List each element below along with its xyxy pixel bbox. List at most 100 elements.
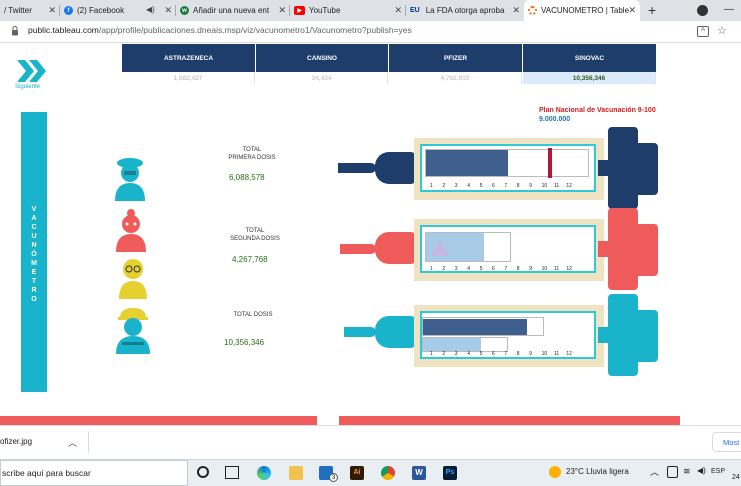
scale-tick: 5 [479, 351, 483, 357]
syringe1-hub [375, 152, 415, 184]
address-bar [0, 21, 741, 43]
header-astrazeneca: ASTRAZENECA [122, 44, 255, 72]
scale-tick: 10 [541, 266, 548, 272]
photoshop-icon[interactable]: Ps [443, 466, 457, 480]
syringe1-needle [338, 163, 376, 173]
elderly-figure-icon [119, 259, 147, 299]
close-icon[interactable]: ✕ [48, 5, 56, 15]
url-field[interactable]: public.tableau.com/app/profile/publicaci… [28, 25, 412, 35]
tab-search-icon[interactable] [697, 5, 708, 16]
dose1-label: TOTAL PRIMERA DOSIS [228, 147, 276, 161]
language-indicator[interactable]: ESP [711, 468, 726, 475]
task-view-icon[interactable] [225, 466, 239, 479]
sidebar-title-letter: M [31, 260, 37, 267]
tab-label: (2) Facebook [77, 6, 125, 15]
header-sinovac: SINOVAC [523, 44, 656, 72]
tab-label: La FDA otorga aproba [425, 6, 505, 15]
lock-icon[interactable] [11, 26, 19, 36]
tab-label: Añadir una nueva ent [193, 6, 270, 15]
close-icon[interactable]: ✕ [278, 5, 286, 15]
illustrator-icon[interactable]: Ai [350, 466, 364, 480]
sidebar-title-letter: T [31, 278, 37, 285]
tab-youtube[interactable]: ▶ YouTube ✕ [290, 0, 406, 21]
header-cansino: CANSINO [256, 44, 388, 72]
bar-second-dose [426, 233, 484, 261]
syringe3-hub [375, 316, 415, 348]
edge-icon[interactable] [257, 466, 271, 480]
footer-bar-left [0, 416, 317, 425]
sidebar-title-letter: R [31, 287, 37, 294]
scale-tick: 3 [454, 183, 458, 189]
scale-tick: 2 [442, 183, 446, 189]
scale-tick: 4 [467, 266, 470, 272]
scale-tick: 3 [454, 351, 458, 357]
word-icon[interactable]: W [412, 466, 426, 480]
double-chevron-icon[interactable] [15, 58, 49, 84]
wifi-icon[interactable]: ≋ [683, 466, 691, 476]
cortana-icon[interactable] [197, 466, 209, 478]
tab-wordpress[interactable]: w Añadir una nueva ent ✕ [176, 0, 290, 21]
star-icon[interactable]: ☆ [717, 25, 727, 37]
weather-text[interactable]: 23°C Lluvia ligera [566, 467, 629, 476]
chrome-icon[interactable] [381, 466, 395, 480]
scale-tick: 7 [504, 183, 508, 189]
scale-tick: 5 [479, 183, 483, 189]
battery-icon[interactable] [667, 466, 678, 478]
tab-facebook[interactable]: f (2) Facebook ◀) ✕ [60, 0, 176, 21]
download-file[interactable]: ofizer.jpg [0, 437, 33, 446]
tab-label: YouTube [309, 6, 341, 15]
chevron-up-icon[interactable]: ︿ [68, 438, 78, 448]
syringe1-track [425, 149, 589, 177]
syringe2-needle [340, 244, 376, 254]
volume-icon[interactable]: ◀) [697, 466, 706, 475]
close-icon[interactable]: ✕ [628, 5, 636, 15]
speaker-icon[interactable]: ◀) [146, 5, 155, 14]
plan-title: Plan Nacional de Vacunación 9-100 [539, 107, 656, 114]
tab-label: VACUNOMETRO | Table [541, 6, 630, 15]
plan-target: 9.000.000 [539, 116, 571, 123]
sidebar-title-strip [21, 112, 47, 392]
scale-tick: 7 [504, 266, 508, 272]
scale-tick: 9 [529, 183, 532, 189]
scale-tick: 10 [541, 351, 548, 357]
nurse-figure-icon [115, 158, 145, 201]
facebook-icon: f [64, 6, 73, 15]
worker-figure-icon [116, 308, 150, 354]
syringe2-track [425, 232, 511, 262]
scale-tick: 2 [442, 266, 446, 272]
woman-figure-icon [116, 209, 146, 252]
scale-tick: 11 [554, 266, 560, 272]
tab-vacunometro[interactable]: VACUNOMETRO | Table ✕ [524, 0, 640, 21]
scale-tick: 6 [492, 351, 495, 357]
syringe2-hub [375, 232, 415, 264]
syringe2-thumb [634, 224, 658, 276]
tab-twitter[interactable]: / Twitter ✕ [0, 0, 60, 21]
sidebar-title-letter: C [31, 224, 37, 231]
syringe3-thumb [634, 310, 658, 362]
translate-icon[interactable]: A [697, 26, 709, 37]
close-icon[interactable]: ✕ [512, 5, 520, 15]
new-tab-button[interactable]: + [648, 2, 657, 18]
syringe3-plunger [608, 294, 638, 376]
url-path: /app/profile/publicaciones.dneais.msp/vi… [98, 25, 412, 35]
taskbar-search-input[interactable]: scribe aquí para buscar [2, 468, 91, 478]
tab-fda[interactable]: EU La FDA otorga aproba ✕ [406, 0, 524, 21]
scale-tick: 10 [541, 183, 548, 189]
minimize-icon[interactable]: — [724, 4, 734, 15]
target-marker [547, 148, 552, 178]
close-icon[interactable]: ✕ [164, 5, 172, 15]
scale-tick: 8 [516, 183, 520, 189]
syringe3-track-2 [422, 337, 508, 352]
weather-icon[interactable] [549, 466, 561, 478]
clock[interactable]: 24 [732, 474, 740, 481]
chevron-up-tray-icon[interactable]: ︿ [650, 467, 660, 477]
next-label[interactable]: Siguiente [15, 84, 41, 90]
bar-total-dose-2 [423, 338, 481, 351]
close-icon[interactable]: ✕ [394, 5, 402, 15]
tab-label: / Twitter [4, 6, 32, 15]
show-all-button[interactable]: Most [712, 432, 741, 452]
dose2-label: TOTAL SEGUNDA DOSIS [230, 228, 280, 242]
file-explorer-icon[interactable] [289, 466, 303, 480]
value-astrazeneca: 1,682,427 [122, 72, 255, 84]
youtube-icon: ▶ [294, 6, 305, 15]
